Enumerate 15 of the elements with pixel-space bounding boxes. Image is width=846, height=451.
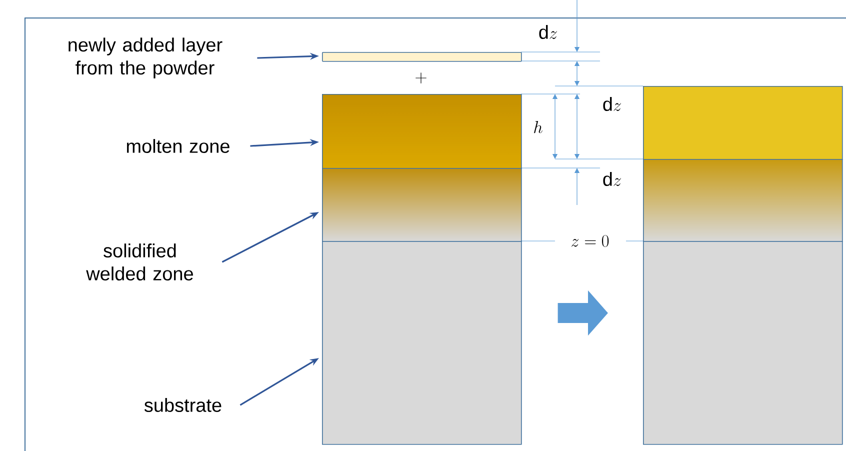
dimension-label: $\mathrm{d}z$ [603,97,621,111]
label-text: solidified welded zone [86,244,193,280]
dimension-label: $\mathrm{d}z$ [603,172,621,186]
zone-box [322,168,522,242]
zone-box [643,86,843,160]
dimension-label: $z=0$ [570,234,610,248]
zone-box [643,159,843,242]
dimension-label: $\mathrm{d}z$ [539,25,557,39]
zone-box [322,94,522,169]
dimension-label: $+$ [416,72,426,84]
label-text: newly added layer from the powder [68,38,222,78]
label-text: molten zone [126,139,230,153]
label-text: substrate [144,398,222,412]
dimension-label: $h$ [534,121,542,134]
zone-box [322,52,522,62]
